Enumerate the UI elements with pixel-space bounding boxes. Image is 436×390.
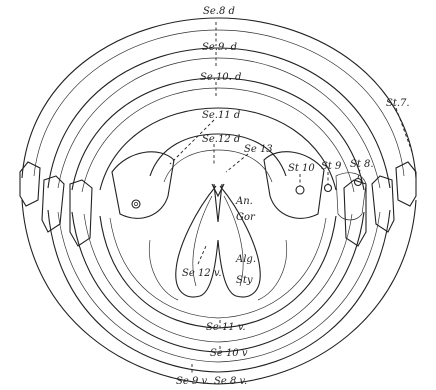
left-stigma-core (134, 202, 137, 205)
label-se12d: Se.12 d (202, 134, 240, 145)
segment-9-ventral-band-inner (58, 212, 380, 362)
leader-st7 (396, 108, 412, 152)
label-se10d: Se.10. d (200, 72, 241, 83)
right-stigma-10 (296, 186, 304, 194)
right-lateral-flap-2 (372, 176, 394, 232)
left-lateral-flap-1 (20, 162, 40, 206)
label-sty: Sty (236, 275, 253, 286)
label-st9: St 9 (321, 161, 342, 172)
label-alg: Alg. (235, 254, 256, 265)
gonapophysis-left (176, 186, 218, 297)
left-lateral-flap-2 (42, 176, 64, 232)
label-se13: Se 13 (244, 144, 273, 155)
right-inner-plate (264, 152, 324, 219)
label-se8v: Se 8 v. (214, 376, 247, 387)
label-st10: St 10 (288, 163, 315, 174)
right-stigma-9 (325, 185, 332, 192)
label-se12v: Se 12 v. (182, 268, 222, 279)
label-st7: St.7. (386, 98, 410, 109)
right-lateral-flap-1 (396, 162, 416, 206)
ventral-plate-right (258, 240, 287, 300)
anal-cone (212, 184, 224, 222)
label-se9d: Se.9. d (202, 42, 237, 53)
label-an: An. (235, 196, 253, 207)
stylus-right (224, 196, 243, 286)
label-st8: St 8. (350, 159, 374, 170)
label-se10v: Se 10 v (210, 348, 248, 359)
label-gor: Gor (236, 212, 256, 223)
leader-se12v (198, 246, 206, 264)
left-inner-plate (112, 152, 174, 218)
label-se9v: Se 9 v. (176, 376, 209, 387)
label-se8d: Se.8 d (203, 6, 235, 17)
label-se11d: Se.11 d (202, 110, 240, 121)
ventral-plate-left (149, 240, 178, 300)
leader-se13 (226, 154, 248, 172)
left-stigma (132, 200, 140, 208)
label-se11v: Se 11 v. (206, 322, 246, 333)
